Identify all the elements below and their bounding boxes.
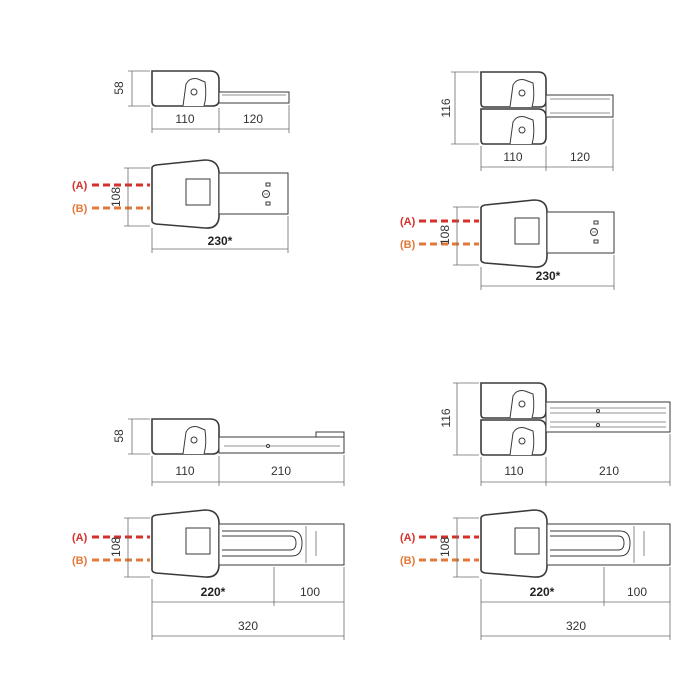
panel-single-long-top: (A) (B) 108 220* 100 320	[72, 509, 345, 640]
unit-top-view	[151, 509, 220, 578]
dimension-lines	[451, 71, 614, 171]
label-b: (B)	[400, 239, 416, 251]
dim-120: 120	[243, 112, 263, 126]
dim-110: 110	[175, 464, 194, 478]
dim-210: 210	[599, 464, 619, 478]
dimension-lines	[453, 517, 671, 640]
lower-unit	[480, 419, 547, 456]
rail-top-view	[218, 172, 289, 215]
rail-side-view	[218, 431, 345, 454]
dimension-lines	[124, 517, 345, 640]
dim-110: 110	[175, 112, 194, 126]
lower-unit	[480, 108, 547, 145]
dimension-lines	[128, 418, 345, 486]
label-a: (A)	[72, 180, 88, 192]
label-a: (A)	[400, 532, 416, 544]
unit-top-view	[480, 509, 548, 578]
dim-220: 220*	[201, 585, 226, 599]
dim-230: 230*	[208, 234, 233, 248]
dimension-lines	[128, 70, 290, 133]
dim-120: 120	[570, 150, 590, 164]
dim-230: 230*	[536, 269, 561, 283]
unit-top-view	[480, 199, 548, 268]
panel-double-short-top: (A) (B) 108 230*	[400, 199, 615, 290]
dim-108: 108	[438, 537, 452, 557]
unit-side-view	[151, 70, 220, 107]
dimension-lines	[124, 167, 289, 253]
dim-58: 58	[112, 81, 126, 95]
rail-side-view	[545, 401, 671, 433]
dim-110: 110	[503, 150, 522, 164]
dim-108: 108	[109, 187, 123, 207]
panel-double-long-side: 116 110 210	[439, 382, 671, 486]
dim-110: 110	[504, 464, 523, 478]
label-b: (B)	[72, 203, 88, 215]
dim-58: 58	[112, 429, 126, 443]
dim-116: 116	[439, 98, 453, 117]
rail-side-view	[545, 94, 614, 118]
panel-single-short-side: 58 110 120	[112, 70, 290, 133]
upper-unit	[480, 71, 547, 108]
rail-top-view	[546, 211, 615, 254]
unit-top-view	[151, 159, 220, 229]
label-b: (B)	[72, 555, 88, 567]
panel-single-short-top: (A) (B) 108 230*	[72, 159, 289, 253]
unit-side-view	[151, 418, 220, 455]
dim-116: 116	[439, 408, 453, 427]
upper-unit	[480, 382, 547, 419]
dim-320: 320	[238, 619, 258, 633]
dimension-lines	[453, 382, 671, 486]
panel-single-long-side: 58 110 210	[112, 418, 345, 486]
dimension-lines	[453, 206, 615, 290]
panel-double-short-side: 116 110 120	[439, 71, 614, 171]
label-a: (A)	[400, 216, 416, 228]
dim-320: 320	[566, 619, 586, 633]
rail-top-view	[218, 523, 345, 566]
panel-double-long-top: (A) (B) 108 220* 100 320	[400, 509, 671, 640]
label-b: (B)	[400, 555, 416, 567]
dim-108: 108	[438, 225, 452, 245]
rail-top-view	[546, 523, 671, 566]
dim-100: 100	[627, 585, 647, 599]
dim-100: 100	[300, 585, 320, 599]
label-a: (A)	[72, 532, 88, 544]
dim-220: 220*	[530, 585, 555, 599]
dim-108: 108	[109, 537, 123, 557]
rail-side-view	[218, 91, 290, 104]
dim-210: 210	[271, 464, 291, 478]
